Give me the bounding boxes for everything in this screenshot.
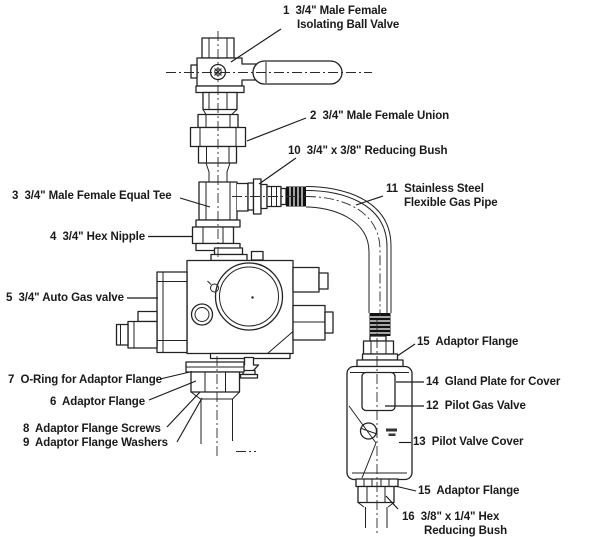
adaptor-flange-drawing <box>185 352 291 444</box>
label-16-line1: 16 3/8" x 1/4" Hex <box>402 511 500 523</box>
label-1-line2: Isolating Ball Valve <box>297 19 400 31</box>
label-11-line1: 11 Stainless Steel <box>386 183 484 195</box>
label-5: 5 3/4" Auto Gas valve <box>6 292 124 304</box>
label-12: 12 Pilot Gas Valve <box>426 400 526 412</box>
label-6: 6 Adaptor Flange <box>50 396 145 408</box>
label-8: 8 Adaptor Flange Screws <box>23 423 161 435</box>
label-1-line1: 1 3/4" Male Female <box>283 5 387 17</box>
label-15-lower: 15 Adaptor Flange <box>418 485 520 497</box>
isolating-ball-valve-drawing <box>190 37 343 94</box>
label-16-line2: Reducing Bush <box>424 525 508 537</box>
label-7: 7 O-Ring for Adaptor Flange <box>8 374 162 386</box>
equal-tee-drawing <box>195 181 249 228</box>
label-10: 10 3/4" x 3/8" Reducing Bush <box>288 145 448 157</box>
label-4: 4 3/4" Hex Nipple <box>50 231 146 243</box>
leader-lines <box>127 28 424 510</box>
label-3: 3 3/4" Male Female Equal Tee <box>12 190 172 202</box>
pilot-valve-logo <box>386 428 397 432</box>
centerlines <box>166 31 381 533</box>
label-9: 9 Adaptor Flange Washers <box>23 437 168 449</box>
hex-nipple-drawing <box>191 226 241 252</box>
label-15-upper: 15 Adaptor Flange <box>417 336 519 348</box>
pilot-valve-drawing <box>346 335 413 528</box>
flexible-gas-pipe-drawing <box>305 186 392 336</box>
label-13: 13 Pilot Valve Cover <box>413 436 524 448</box>
label-2: 2 3/4" Male Female Union <box>310 110 450 122</box>
label-14: 14 Gland Plate for Cover <box>426 376 561 388</box>
label-11-line2: Flexible Gas Pipe <box>404 197 498 209</box>
auto-gas-valve-drawing <box>115 247 334 355</box>
